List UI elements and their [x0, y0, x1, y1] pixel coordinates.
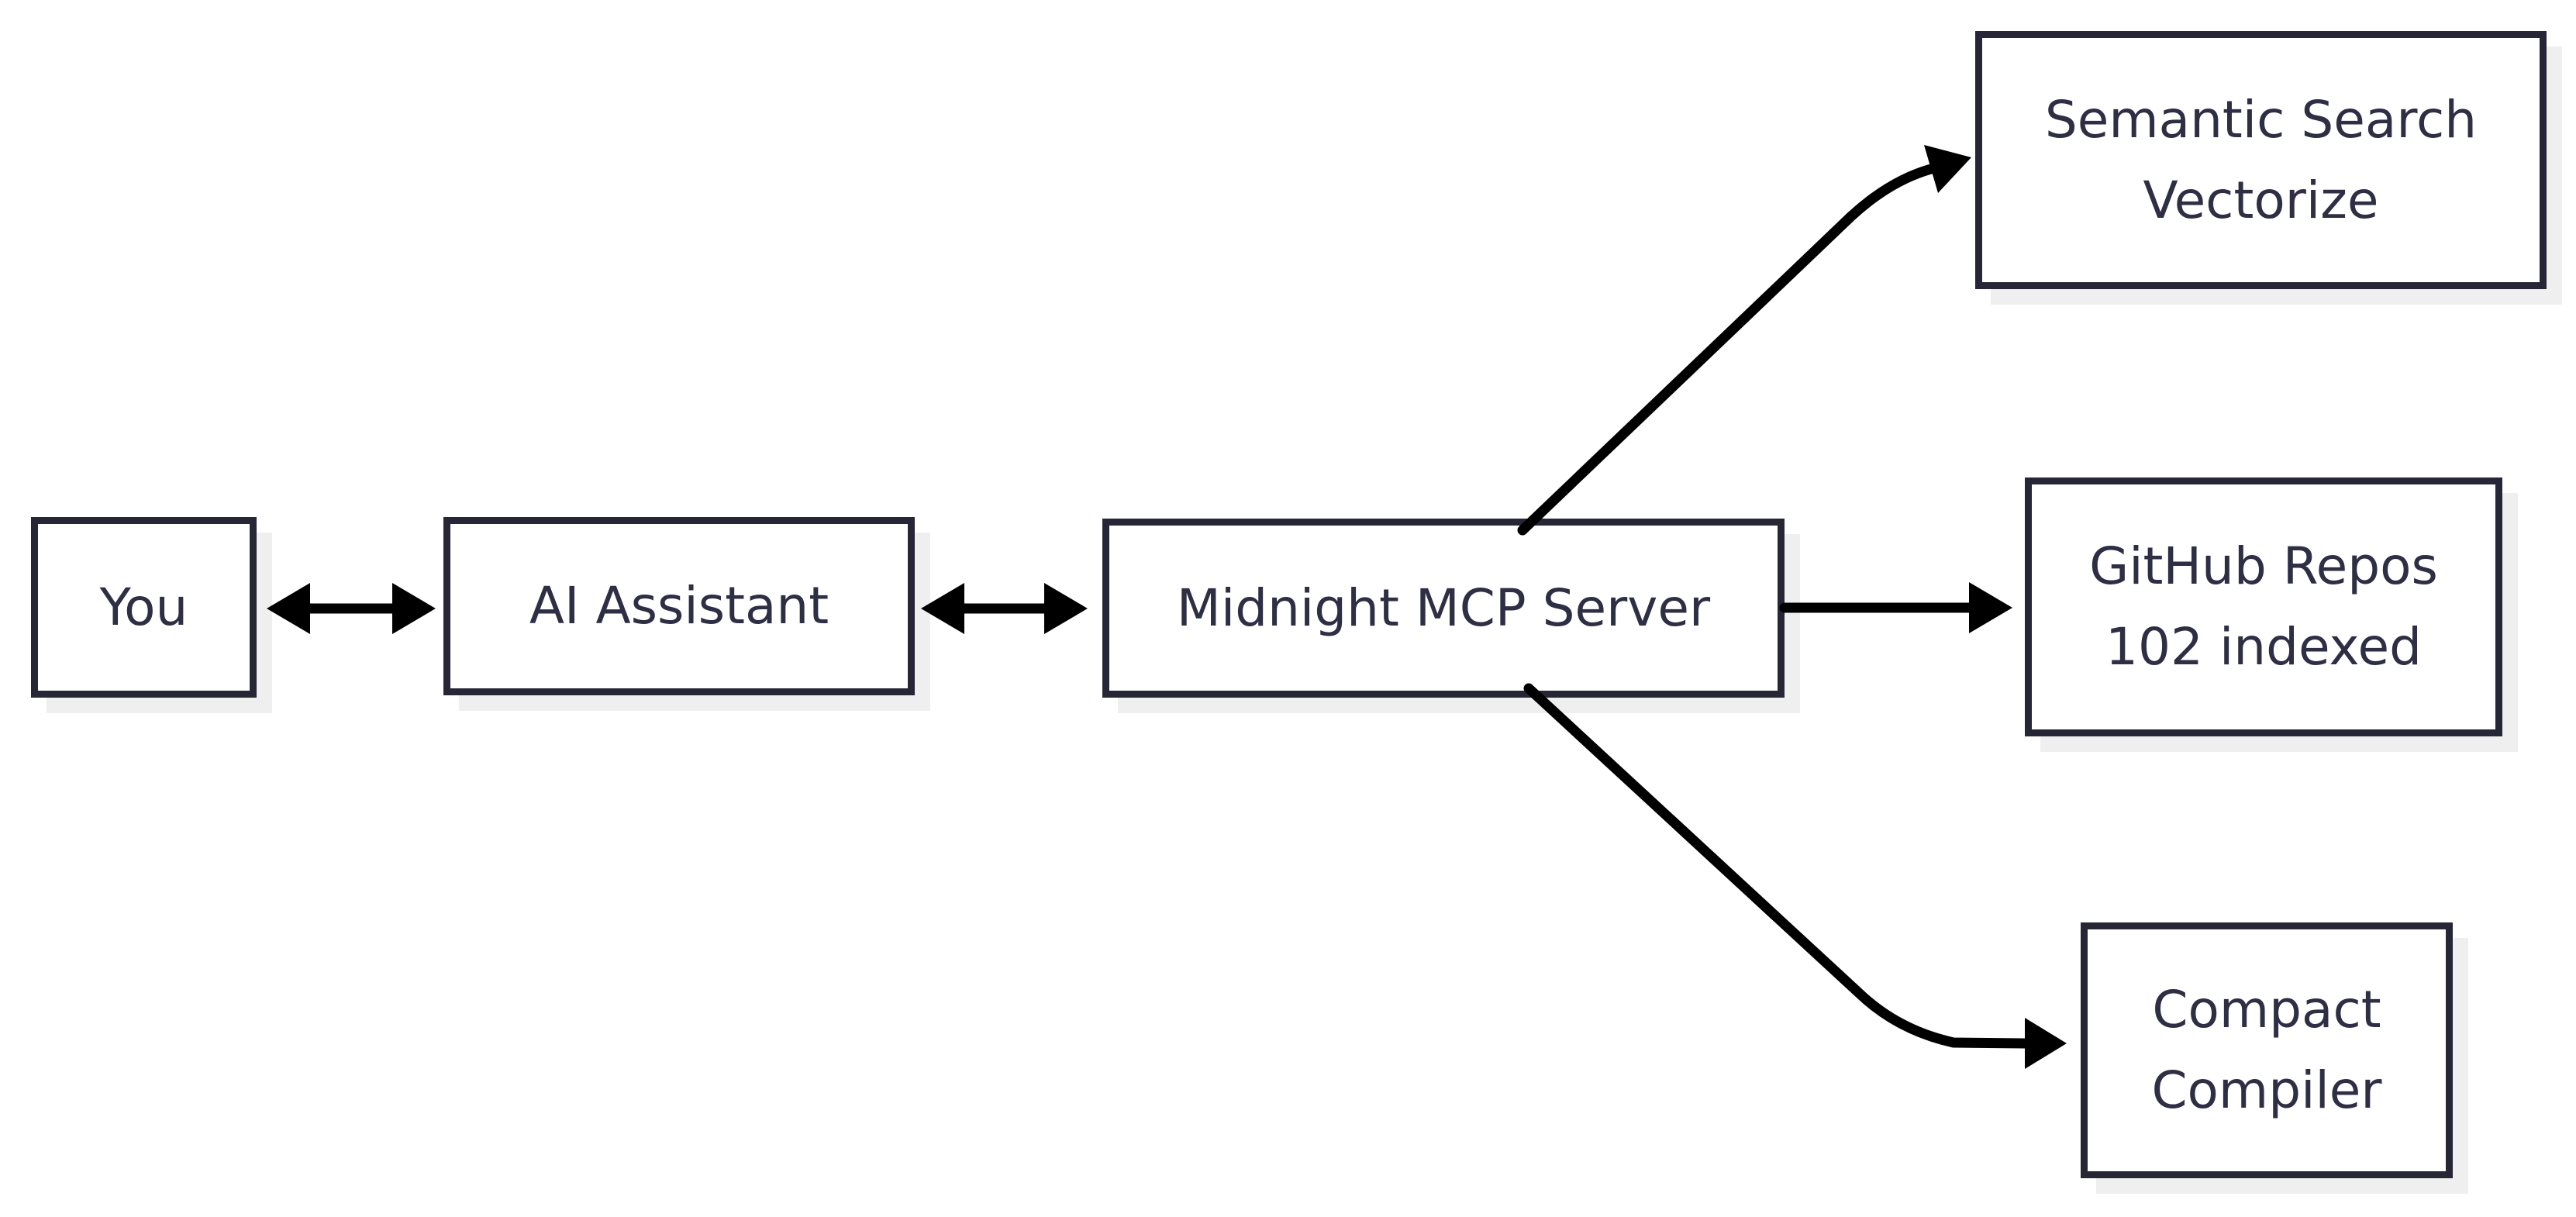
edge-mcp-semantic-line: [1517, 164, 1936, 536]
node-semantic-search-label-line2: Vectorize: [2143, 170, 2379, 230]
arrowhead-right-icon: [392, 583, 436, 634]
node-compact-compiler-label-line1: Compact: [2152, 980, 2381, 1039]
node-compact-compiler: Compact Compiler: [2081, 922, 2453, 1178]
edge-mcp-compiler-line: [1523, 683, 2030, 1049]
arrowhead-right-icon: [1924, 145, 1971, 193]
arrowhead-right-icon: [1969, 582, 2012, 633]
edge-mcp-github: [1779, 582, 2012, 633]
arrowhead-left-icon: [267, 583, 310, 634]
arrowhead-right-icon: [1044, 583, 1088, 634]
node-compact-compiler-label-line2: Compiler: [2151, 1060, 2382, 1120]
node-github-repos-label-line1: GitHub Repos: [2089, 536, 2438, 596]
node-github-repos-label-line2: 102 indexed: [2105, 617, 2422, 677]
arrowhead-left-icon: [921, 583, 964, 634]
node-github-repos: GitHub Repos 102 indexed: [2025, 477, 2502, 736]
node-semantic-search-label-line1: Semantic Search: [2044, 89, 2478, 150]
edge-you-assistant: [267, 583, 436, 634]
node-semantic-search-vectorize: Semantic Search Vectorize: [1975, 31, 2547, 289]
node-you: You: [31, 517, 257, 698]
node-ai-assistant: AI Assistant: [443, 517, 915, 695]
node-you-label: You: [99, 577, 188, 637]
node-midnight-mcp-server: Midnight MCP Server: [1102, 519, 1785, 698]
node-ai-assistant-label: AI Assistant: [529, 576, 829, 636]
edge-mcp-semantic: [1517, 145, 1971, 536]
node-midnight-mcp-server-label: Midnight MCP Server: [1176, 577, 1711, 638]
edge-mcp-compiler: [1523, 683, 2067, 1069]
arrowhead-right-icon: [2025, 1018, 2067, 1069]
edge-assistant-mcp: [921, 583, 1088, 634]
